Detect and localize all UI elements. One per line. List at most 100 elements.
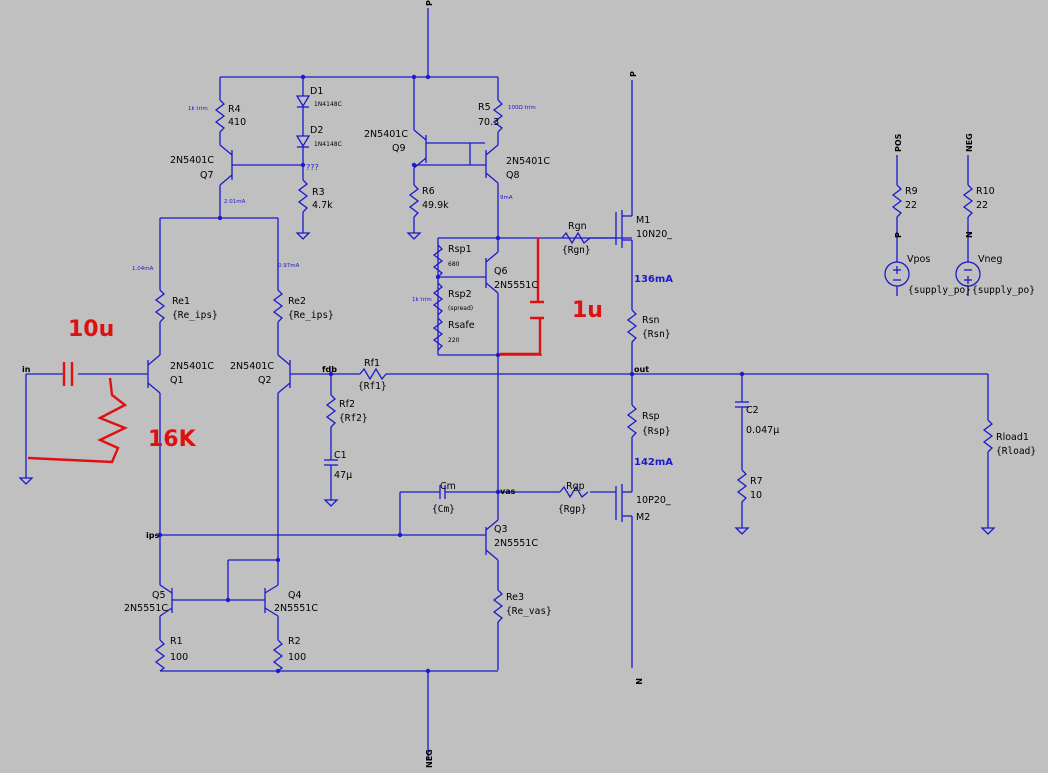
m2-name: M2: [636, 512, 650, 523]
q5-name: Q5: [152, 590, 166, 601]
r6-name: R6: [422, 186, 435, 197]
r1-value: 100: [170, 652, 188, 663]
r4-name: R4: [228, 104, 241, 115]
rf2-value: {Rf2}: [339, 413, 368, 424]
q3-model: 2N5551C: [494, 538, 538, 549]
m1-mosfet[interactable]: [590, 80, 633, 310]
rsp-value: {Rsp}: [642, 426, 671, 437]
q1-name: Q1: [170, 375, 184, 386]
q2-name: Q2: [258, 375, 272, 386]
q8-transistor[interactable]: [414, 143, 499, 238]
re1-resistor[interactable]: [154, 289, 166, 355]
q9-name: Q9: [392, 143, 406, 154]
q1-current: 1.04mA: [132, 266, 154, 272]
rsp2-value: (spread): [448, 305, 473, 312]
r10-name: R10: [976, 186, 995, 197]
annotation-16k: 16K: [148, 427, 197, 452]
rload1-value: {Rload}: [996, 446, 1036, 457]
q1-model: 2N5401C: [170, 361, 214, 372]
re1-name: Re1: [172, 296, 190, 307]
net-pos: POS: [894, 133, 903, 152]
bottom-rail: [160, 668, 498, 760]
vpos-supply[interactable]: [884, 155, 910, 296]
r3-resistor[interactable]: [295, 179, 311, 240]
r3-value: 4.7k: [312, 200, 333, 211]
rsafe-name: Rsafe: [448, 320, 475, 331]
q7-model: 2N5401C: [170, 155, 214, 166]
q5-transistor[interactable]: [159, 535, 265, 640]
r5-value: 70.3: [478, 117, 499, 128]
r1-name: R1: [170, 636, 183, 647]
r3-note: ???: [306, 163, 319, 172]
q2-transistor[interactable]: [277, 354, 291, 560]
d2-diode[interactable]: [295, 135, 311, 180]
cm-name: Cm: [440, 481, 456, 492]
re3-name: Re3: [506, 592, 524, 603]
q4-name: Q4: [288, 590, 302, 601]
net-vas: vas: [500, 487, 516, 496]
q3-name: Q3: [494, 524, 508, 535]
re2-value: {Re_ips}: [288, 310, 334, 321]
r2-value: 100: [288, 652, 306, 663]
r5-resistor[interactable]: [492, 77, 504, 145]
d1-diode[interactable]: [295, 77, 311, 136]
rload1-resistor[interactable]: [980, 374, 996, 535]
q4-transistor[interactable]: [227, 557, 281, 640]
c1-name: C1: [334, 450, 347, 461]
rsp2-name: Rsp2: [448, 289, 472, 300]
r1-resistor[interactable]: [154, 639, 166, 672]
top-rail: [220, 8, 498, 80]
q9-model: 2N5401C: [364, 129, 408, 140]
rsp1-value: 680: [448, 261, 460, 268]
re1-value: {Re_ips}: [172, 310, 218, 321]
c1-value: 47µ: [334, 470, 352, 481]
m2-model: 10P20_: [636, 495, 671, 506]
r6-resistor[interactable]: [406, 184, 422, 240]
q3-transistor[interactable]: [157, 519, 499, 590]
rf1-name: Rf1: [364, 358, 380, 369]
re2-resistor[interactable]: [272, 289, 284, 355]
vneg-supply[interactable]: [955, 155, 981, 296]
rsp2-note: 1k trim: [412, 297, 432, 303]
re3-resistor[interactable]: [492, 589, 504, 670]
m2-current: 142mA: [634, 457, 673, 468]
rgn-name: Rgn: [568, 221, 587, 232]
re3-value: {Re_vas}: [506, 606, 552, 617]
r5-note: 100Ω trim: [508, 105, 536, 111]
r4-note: 1k trim: [188, 106, 208, 112]
rsp1-name: Rsp1: [448, 244, 472, 255]
rgn-resistor[interactable]: [561, 231, 591, 245]
q7-current: 2.01mA: [224, 199, 246, 205]
q6-model: 2N5551C: [494, 280, 538, 291]
vneg-value: {supply_po}: [972, 285, 1035, 296]
q7-name: Q7: [200, 170, 214, 181]
net-p-top: P: [425, 0, 434, 6]
net-n-right: N: [634, 678, 643, 685]
r7-name: R7: [750, 476, 763, 487]
r3-name: R3: [312, 187, 325, 198]
r2-resistor[interactable]: [272, 639, 284, 672]
rsp-resistor[interactable]: [626, 404, 638, 492]
d1-value: 1N4148C: [314, 101, 342, 108]
net-fdb: fdb: [322, 365, 337, 374]
r9-name: R9: [905, 186, 918, 197]
q7-transistor[interactable]: [219, 144, 306, 218]
q6-transistor[interactable]: [485, 238, 499, 520]
m2-mosfet[interactable]: [590, 484, 633, 668]
q6-name: Q6: [494, 266, 508, 277]
q4-model: 2N5551C: [274, 603, 318, 614]
rgp-resistor[interactable]: [495, 485, 589, 499]
c2-capacitor[interactable]: [735, 374, 749, 470]
r7-resistor[interactable]: [734, 469, 750, 535]
r4-resistor[interactable]: [214, 77, 226, 145]
r4-value: 410: [228, 117, 246, 128]
rf2-name: Rf2: [339, 399, 355, 410]
d2-name: D2: [310, 125, 323, 136]
q9-transistor[interactable]: [411, 77, 485, 185]
net-neg-bottom: NEG: [425, 749, 434, 768]
d2-value: 1N4148C: [314, 141, 342, 148]
rsn-resistor[interactable]: [626, 309, 638, 405]
vpos-name: Vpos: [907, 254, 930, 265]
r10-value: 22: [976, 200, 988, 211]
